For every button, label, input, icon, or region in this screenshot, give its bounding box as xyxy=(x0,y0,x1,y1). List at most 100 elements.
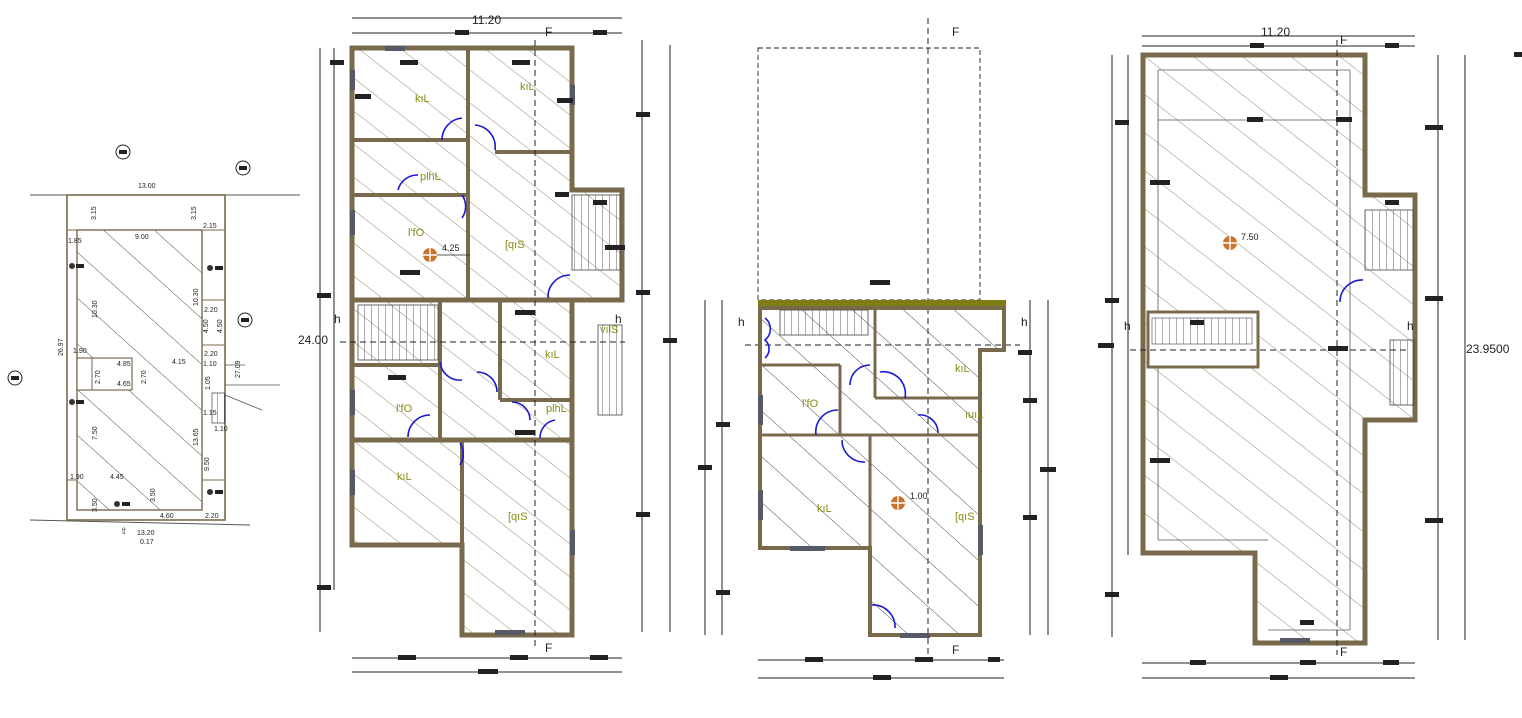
dim-tick xyxy=(1247,117,1263,122)
dim-tick xyxy=(636,112,650,117)
door-swing xyxy=(539,419,556,439)
site-dim: 4.15 xyxy=(172,359,186,366)
dim-tick xyxy=(636,290,650,295)
room-label: l'fO xyxy=(396,403,413,415)
dim-tick xyxy=(1328,346,1348,351)
room-dim-tick xyxy=(515,430,535,435)
section-side-label: h xyxy=(1407,319,1414,333)
plan1-width-label: 11.20 xyxy=(472,13,501,27)
window xyxy=(758,490,763,520)
window xyxy=(350,210,355,235)
column-marker-icon xyxy=(207,489,223,495)
stair-flight xyxy=(571,194,621,271)
slab-edge xyxy=(758,300,1006,308)
window xyxy=(1280,638,1310,643)
site-dim: 9.50 xyxy=(204,457,211,471)
site-dim: 7.50 xyxy=(92,426,99,440)
dim-tick xyxy=(317,585,331,590)
room-label: kıL xyxy=(817,503,832,515)
section-label: F xyxy=(952,643,959,657)
site-dim: 13.20 xyxy=(137,530,155,537)
section-label: F xyxy=(545,641,552,655)
stair-flight xyxy=(1364,209,1414,271)
site-dim: 13.65 xyxy=(193,428,200,446)
dim-tick xyxy=(1300,620,1314,625)
site-dim: 13.00 xyxy=(138,183,156,190)
window xyxy=(900,633,930,638)
dim-tick xyxy=(590,655,608,660)
site-outer-plot xyxy=(66,194,226,521)
site-road-line xyxy=(29,519,251,526)
dim-tick xyxy=(1270,675,1288,680)
dim-tick xyxy=(1018,350,1032,355)
dim-tick xyxy=(1383,660,1399,665)
plan3-outline xyxy=(1140,52,1418,646)
open-terrace-outline xyxy=(757,47,981,301)
site-dim: 1.15 xyxy=(203,410,217,417)
dim-tick xyxy=(988,657,1000,662)
tree-icon xyxy=(237,312,253,328)
tree-icon xyxy=(7,370,23,386)
stair-flight xyxy=(597,324,623,416)
plan-ground-floor: 11.20 24.00 xyxy=(298,13,677,674)
site-dim: 2.15 xyxy=(203,223,217,230)
room-dim-tick xyxy=(355,94,371,99)
room-label: l'fO xyxy=(802,398,819,410)
dim-tick xyxy=(1098,343,1114,348)
tree-icon xyxy=(115,144,131,160)
dim-tick xyxy=(1250,43,1264,48)
site-dim: 9.00 xyxy=(135,234,149,241)
dim-tick xyxy=(478,669,498,674)
section-label: F xyxy=(1340,645,1347,659)
door-swing xyxy=(439,361,463,381)
site-dim: 3.15 xyxy=(91,206,98,220)
door-swing xyxy=(459,442,465,466)
room-dim-tick xyxy=(515,310,535,315)
room-dim-tick xyxy=(605,245,625,250)
site-dim: 2.20 xyxy=(205,513,219,520)
door-swing xyxy=(763,317,772,359)
column-marker-icon xyxy=(114,501,130,507)
plan3-width-label: 11.20 xyxy=(1261,25,1290,39)
dim-tick xyxy=(1385,43,1399,48)
dim-tick xyxy=(1150,180,1170,185)
site-dim: 1.05 xyxy=(205,376,212,390)
tree-icon xyxy=(235,160,251,176)
dim-tick xyxy=(1385,200,1399,205)
section-label: F xyxy=(952,25,959,39)
dim-tick xyxy=(915,657,933,662)
dim-tick xyxy=(663,338,677,343)
site-plan: ⇧ 13.00 3.15 3.15 2.15 1.85 9.00 10.30 1… xyxy=(7,144,300,546)
section-side-label: h xyxy=(334,312,341,326)
door-swing xyxy=(815,409,839,436)
site-dim: 2.20 xyxy=(204,351,218,358)
room-label: plhL xyxy=(420,171,441,183)
site-dim: 2.20 xyxy=(204,307,218,314)
dim-tick xyxy=(593,30,607,35)
site-dim: 1.85 xyxy=(68,238,82,245)
door-swing xyxy=(841,439,866,463)
window xyxy=(758,395,763,425)
room-label: [qıS xyxy=(955,511,975,523)
room-label: ıuıL xyxy=(965,409,983,421)
dim-tick xyxy=(1105,298,1119,303)
dim-tick xyxy=(805,657,823,662)
site-leader xyxy=(224,394,263,411)
level-marker-icon xyxy=(891,496,905,510)
plan1-height-label: 24.00 xyxy=(298,333,328,347)
window xyxy=(790,546,825,551)
dim-tick xyxy=(1105,592,1119,597)
dim-tick xyxy=(636,512,650,517)
door-swing xyxy=(441,117,463,141)
site-dim: 1.10 xyxy=(214,426,228,433)
door-swing xyxy=(397,174,419,191)
room-label: kıL xyxy=(415,93,430,105)
dim-tick xyxy=(1425,125,1443,130)
plan2-outline xyxy=(758,306,1006,637)
section-side-label: h xyxy=(1124,319,1131,333)
dim-tick xyxy=(398,655,416,660)
level-value: 7.50 xyxy=(1241,232,1259,242)
dim-tick xyxy=(1425,296,1443,301)
